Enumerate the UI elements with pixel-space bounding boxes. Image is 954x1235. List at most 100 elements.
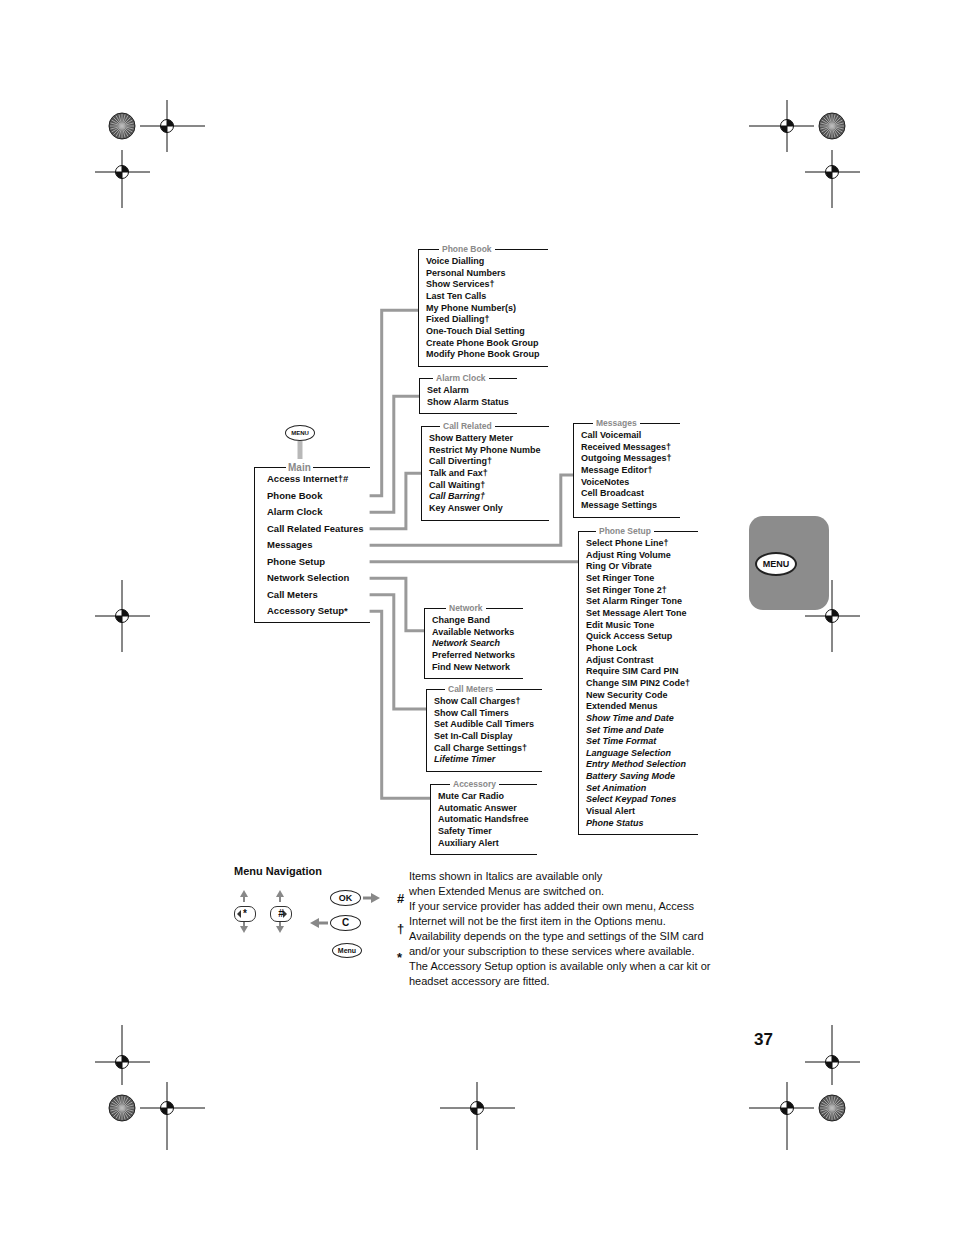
registration-mark [140, 1082, 205, 1150]
menu-item: Set Alarm [427, 385, 509, 397]
menu-item: Change Band [432, 615, 515, 627]
menu-heading: Call Meters [445, 684, 496, 695]
button-oval: Menu [332, 943, 362, 958]
key-symbol: * [243, 909, 247, 919]
footnote-symbol: † [397, 922, 404, 937]
button-label: MENU [291, 430, 309, 436]
menu-item: Personal Numbers [426, 268, 540, 280]
menu-item: Modify Phone Book Group [426, 349, 540, 361]
menu-connector [298, 441, 303, 459]
menu-item: Set Audible Call Timers [434, 719, 534, 731]
menu-item: Create Phone Book Group [426, 338, 540, 350]
menu-item: Show Battery Meter [429, 433, 541, 445]
side-tab [749, 516, 829, 610]
submenu-box: Phone BookVoice DiallingPersonal Numbers… [418, 249, 548, 367]
menu-item: Find New Network [432, 662, 515, 674]
menu-item: Call Diverting† [429, 456, 541, 468]
menu-item: Voice Dialling [426, 256, 540, 268]
menu-item: Language Selection [586, 748, 690, 760]
menu-item: Talk and Fax† [429, 468, 541, 480]
registration-mark [805, 1025, 860, 1085]
menu-item: Adjust Ring Volume [586, 550, 690, 562]
menu-connector [370, 473, 421, 529]
button-oval: C [330, 915, 361, 931]
menu-item: Call Barring† [429, 491, 541, 503]
registration-mark [95, 580, 150, 652]
footnote-text: The Accessory Setup option is available … [409, 959, 719, 988]
menu-item: Phone Lock [586, 643, 690, 655]
key-symbol: # [278, 909, 284, 919]
menu-item: Auxiliary Alert [438, 838, 529, 850]
menu-item: Preferred Networks [432, 650, 515, 662]
menu-item: New Security Code [586, 690, 690, 702]
menu-item: Messages [267, 537, 364, 554]
submenu-box: MessagesCall VoicemailReceived Messages†… [573, 423, 680, 518]
menu-heading: Messages [593, 418, 640, 429]
button-oval: OK [330, 890, 361, 906]
registration-mark [805, 580, 860, 652]
menu-connector [370, 578, 424, 631]
menu-item: Set In-Call Display [434, 731, 534, 743]
footnote-text: Availability depends on the type and set… [409, 929, 719, 958]
menu-item: Call Charge Settings† [434, 743, 534, 755]
key-arrows [237, 910, 287, 918]
menu-item: Phone Status [586, 818, 690, 830]
menu-item: Set Time and Date [586, 725, 690, 737]
menu-item: Received Messages† [581, 442, 672, 454]
menu-heading: Phone Book [439, 244, 495, 255]
button-label: C [342, 918, 349, 928]
registration-mark [805, 150, 860, 208]
menu-item: Automatic Answer [438, 803, 529, 815]
menu-item: Restrict My Phone Numbe [429, 445, 541, 457]
menu-item: Show Time and Date [586, 713, 690, 725]
menu-item: Set Time Format [586, 736, 690, 748]
menu-item: Show Call Timers [434, 708, 534, 720]
menu-item: Alarm Clock [267, 504, 364, 521]
menu-item: Set Message Alert Tone [586, 608, 690, 620]
menu-item: Adjust Contrast [586, 655, 690, 667]
key-icon: * [234, 906, 256, 922]
menu-item: Set Ringer Tone 2† [586, 585, 690, 597]
footnote-symbol: * [397, 951, 402, 966]
menu-item: Battery Saving Mode [586, 771, 690, 783]
menu-heading: Network [446, 603, 486, 614]
menu-item: Set Ringer Tone [586, 573, 690, 585]
menu-item: Require SIM Card PIN [586, 666, 690, 678]
menu-item: Mute Car Radio [438, 791, 529, 803]
menu-heading: Alarm Clock [433, 373, 489, 384]
registration-mark [140, 100, 205, 152]
color-bar-mark [109, 113, 135, 139]
menu-heading: Main [286, 461, 313, 474]
menu-item: Call Waiting† [429, 480, 541, 492]
menu-item: Set Animation [586, 783, 690, 795]
menu-item: Call Voicemail [581, 430, 672, 442]
button-label: MENU [763, 560, 790, 569]
submenu-box: NetworkChange BandAvailable NetworksNetw… [424, 608, 523, 679]
menu-item: Show Alarm Status [427, 397, 509, 409]
menu-item: Select Phone Line† [586, 538, 690, 550]
menu-item: Automatic Handsfree [438, 814, 529, 826]
menu-item: Outgoing Messages† [581, 453, 672, 465]
section-heading: Menu Navigation [234, 864, 322, 879]
menu-item: Access Internet†# [267, 471, 364, 488]
menu-heading: Call Related [440, 421, 495, 432]
registration-mark [749, 1082, 814, 1150]
submenu-box: Phone SetupSelect Phone Line†Adjust Ring… [578, 531, 698, 835]
menu-item: Ring Or Vibrate [586, 561, 690, 573]
button-oval: MENU [755, 552, 797, 576]
menu-item: Message Settings [581, 500, 672, 512]
menu-item: Available Networks [432, 627, 515, 639]
color-bar-mark [819, 113, 845, 139]
page-number: 37 [754, 1030, 773, 1050]
registration-mark [749, 100, 814, 152]
submenu-box: AccessoryMute Car RadioAutomatic AnswerA… [430, 784, 537, 855]
main-menu-box: MainAccess Internet†#Phone BookAlarm Clo… [254, 467, 370, 623]
nav-arrows [240, 890, 380, 933]
menu-item: Safety Timer [438, 826, 529, 838]
menu-item: VoiceNotes [581, 477, 672, 489]
menu-item: Set Alarm Ringer Tone [586, 596, 690, 608]
menu-item: Quick Access Setup [586, 631, 690, 643]
menu-item: Accessory Setup* [267, 603, 364, 620]
menu-item: Cell Broadcast [581, 488, 672, 500]
